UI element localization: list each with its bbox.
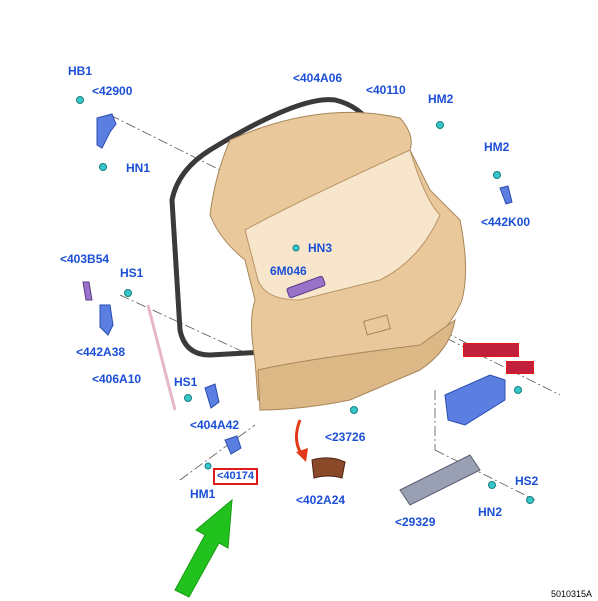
- label-406a10: <406A10: [92, 372, 142, 386]
- red-direction-arrow: [295, 419, 304, 456]
- bracket-403b54: [82, 281, 93, 301]
- part-6m046: [286, 275, 326, 299]
- redacted-label-1: [463, 343, 519, 357]
- upper-hinge: [96, 113, 117, 149]
- label-23726: <23726: [325, 430, 366, 444]
- label-29329: <29329: [395, 515, 436, 529]
- green-callout-arrow: [174, 498, 233, 598]
- label-404a06: <404A06: [293, 71, 343, 85]
- label-442k00: <442K00: [481, 215, 531, 229]
- gas-strut: [146, 304, 177, 411]
- label-6m046: 6M046: [270, 264, 307, 278]
- label-40174-highlighted: <40174: [213, 468, 259, 485]
- label-hb1: HB1: [68, 64, 93, 78]
- bumper-402a24: [311, 457, 346, 479]
- license-plate-recess: [362, 314, 392, 336]
- latch-40174: [224, 435, 242, 455]
- fasteners: [76, 96, 534, 504]
- liftgate-window-opening: [244, 149, 441, 301]
- bracket-442a38: [99, 304, 114, 336]
- applique-29329: [399, 454, 481, 506]
- label-42900: <42900: [92, 84, 133, 98]
- label-404a42: <404A42: [190, 418, 240, 432]
- label-hn3: HN3: [308, 241, 333, 255]
- label-40110: <40110: [366, 83, 406, 97]
- label-402a24: <402A24: [296, 493, 346, 507]
- red-arrow-head: [296, 448, 308, 462]
- redacted-label-2: [506, 361, 534, 374]
- label-hs2: HS2: [515, 474, 539, 488]
- figure-id: 5010315A: [550, 589, 592, 599]
- label-hs1-bottom: HS1: [174, 375, 198, 389]
- label-hn1: HN1: [126, 161, 151, 175]
- label-hs1-top: HS1: [120, 266, 144, 280]
- bracket-442k00: [499, 185, 513, 205]
- trim-panel-blue: [444, 374, 506, 426]
- label-hm1: HM1: [190, 487, 216, 501]
- label-442a38: <442A38: [76, 345, 126, 359]
- label-hn2: HN2: [478, 505, 503, 519]
- label-403b54: <403B54: [60, 252, 110, 266]
- bracket-404a42: [204, 383, 220, 409]
- liftgate-lower-panel: [257, 318, 456, 411]
- label-hm2-top: HM2: [428, 92, 454, 106]
- label-hm2-right: HM2: [484, 140, 510, 154]
